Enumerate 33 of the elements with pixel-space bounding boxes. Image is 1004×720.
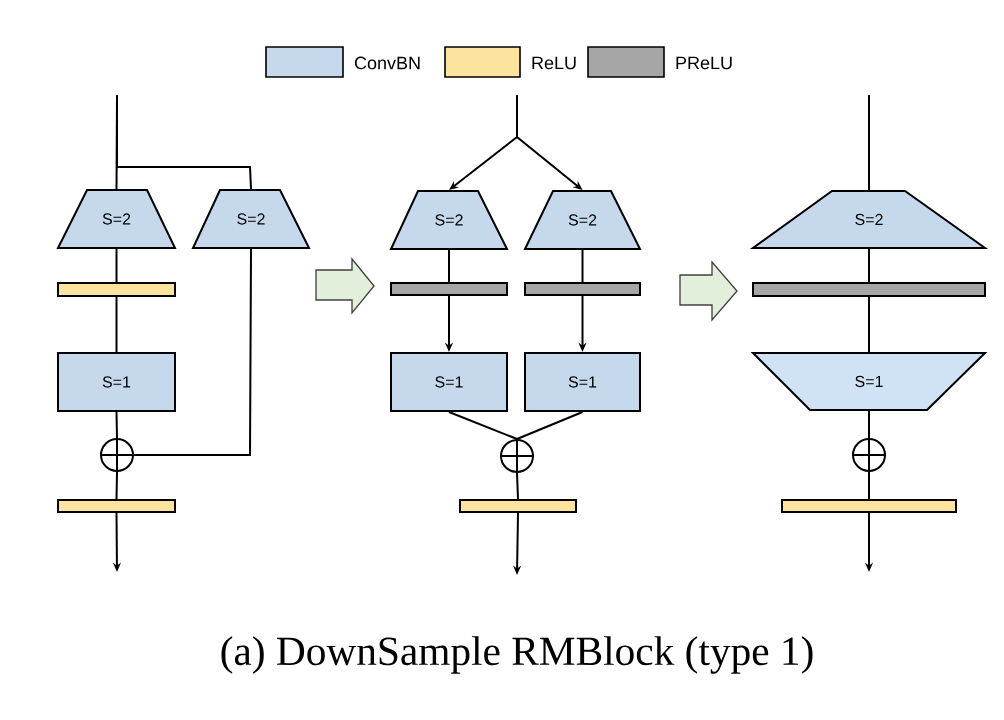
connector-line (448, 249, 450, 283)
activation-bar (752, 282, 986, 297)
connector-line (868, 248, 870, 283)
activation-bar (524, 282, 641, 296)
connector-line (868, 94, 870, 191)
legend-label: ConvBN (354, 56, 420, 70)
connector-line (868, 410, 870, 439)
connector-line (516, 472, 519, 500)
activation-bar (57, 282, 176, 297)
connector-line (133, 248, 252, 456)
sum-circle (852, 438, 886, 472)
connector-line (115, 411, 118, 439)
connector-line (115, 296, 118, 353)
connector-line (868, 296, 870, 353)
legend-label: ReLU (532, 56, 576, 70)
activation-bar (390, 282, 508, 296)
sum-circle (500, 439, 534, 473)
conv-box: S=1 (57, 352, 176, 412)
connector-line (116, 94, 252, 190)
connector-line (115, 248, 118, 283)
caption: (a) DownSample RMBlock (type 1) (221, 636, 813, 674)
connector-line (581, 249, 584, 283)
conv-box: S=1 (390, 352, 508, 412)
connector-line (516, 411, 584, 440)
conv-box: S=1 (524, 352, 641, 412)
connector-line (868, 471, 870, 500)
activation-bar (781, 499, 957, 513)
activation-bar (459, 499, 577, 513)
connector-line (115, 471, 118, 500)
activation-bar (57, 499, 176, 513)
connector-line (448, 411, 518, 440)
legend-label: PReLU (676, 56, 732, 70)
sum-circle (100, 438, 134, 472)
